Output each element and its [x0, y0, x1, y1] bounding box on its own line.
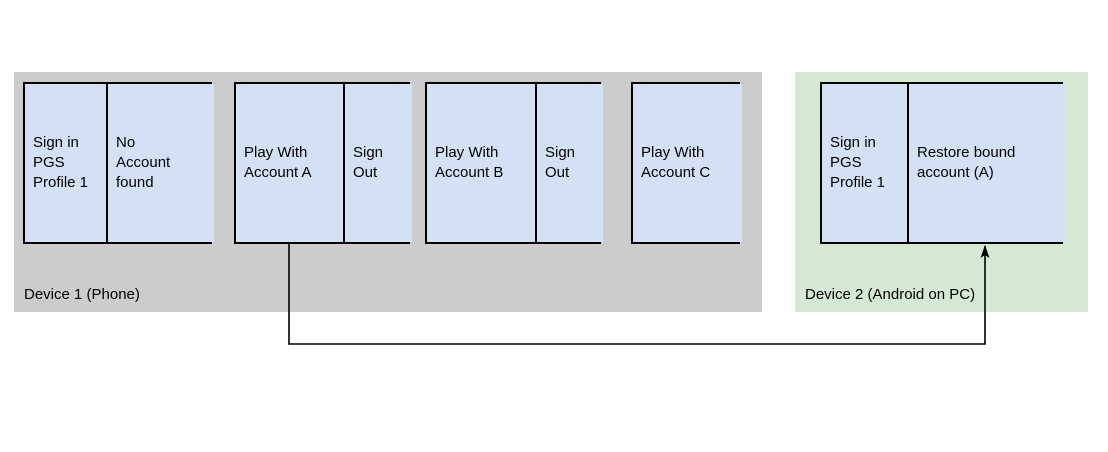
state-cell-sign-out-a[interactable]: Sign Out — [343, 84, 412, 242]
state-cell-label: Restore bound account (A) — [917, 144, 1016, 181]
state-cell-sign-out-b[interactable]: Sign Out — [535, 84, 603, 242]
state-group-signin-no-account[interactable]: Sign in PGS Profile 1 No Account found — [23, 82, 214, 244]
state-group-account-b[interactable]: Play With Account B Sign Out — [425, 82, 603, 244]
state-group-restore-bound-account[interactable]: Sign in PGS Profile 1 Restore bound acco… — [820, 82, 1065, 244]
state-cell-label: Sign Out — [545, 144, 576, 181]
device-1-label: Device 1 (Phone) — [24, 286, 140, 303]
state-group-account-c[interactable]: Play With Account C — [631, 82, 742, 244]
state-cell-label: Play With Account A — [244, 144, 312, 181]
state-cell-no-account-found[interactable]: No Account found — [106, 84, 214, 242]
state-cell-label: Play With Account B — [435, 144, 504, 181]
state-cell-play-with-account-a[interactable]: Play With Account A — [236, 84, 343, 242]
state-cell-sign-in-pgs-profile-1[interactable]: Sign in PGS Profile 1 — [25, 84, 106, 242]
state-cell-restore-bound-account[interactable]: Restore bound account (A) — [907, 84, 1065, 242]
state-cell-label: Sign in PGS Profile 1 — [33, 134, 89, 191]
state-cell-play-with-account-c[interactable]: Play With Account C — [633, 84, 742, 242]
state-cell-label: Play With Account C — [641, 144, 711, 181]
state-cell-label: No Account found — [116, 134, 171, 191]
state-cell-label: Sign in PGS Profile 1 — [830, 134, 886, 191]
state-cell-label: Sign Out — [353, 144, 384, 181]
state-group-account-a[interactable]: Play With Account A Sign Out — [234, 82, 412, 244]
state-cell-sign-in-pgs-profile-1-device2[interactable]: Sign in PGS Profile 1 — [822, 84, 907, 242]
state-cell-play-with-account-b[interactable]: Play With Account B — [427, 84, 535, 242]
device-2-label: Device 2 (Android on PC) — [805, 286, 976, 303]
